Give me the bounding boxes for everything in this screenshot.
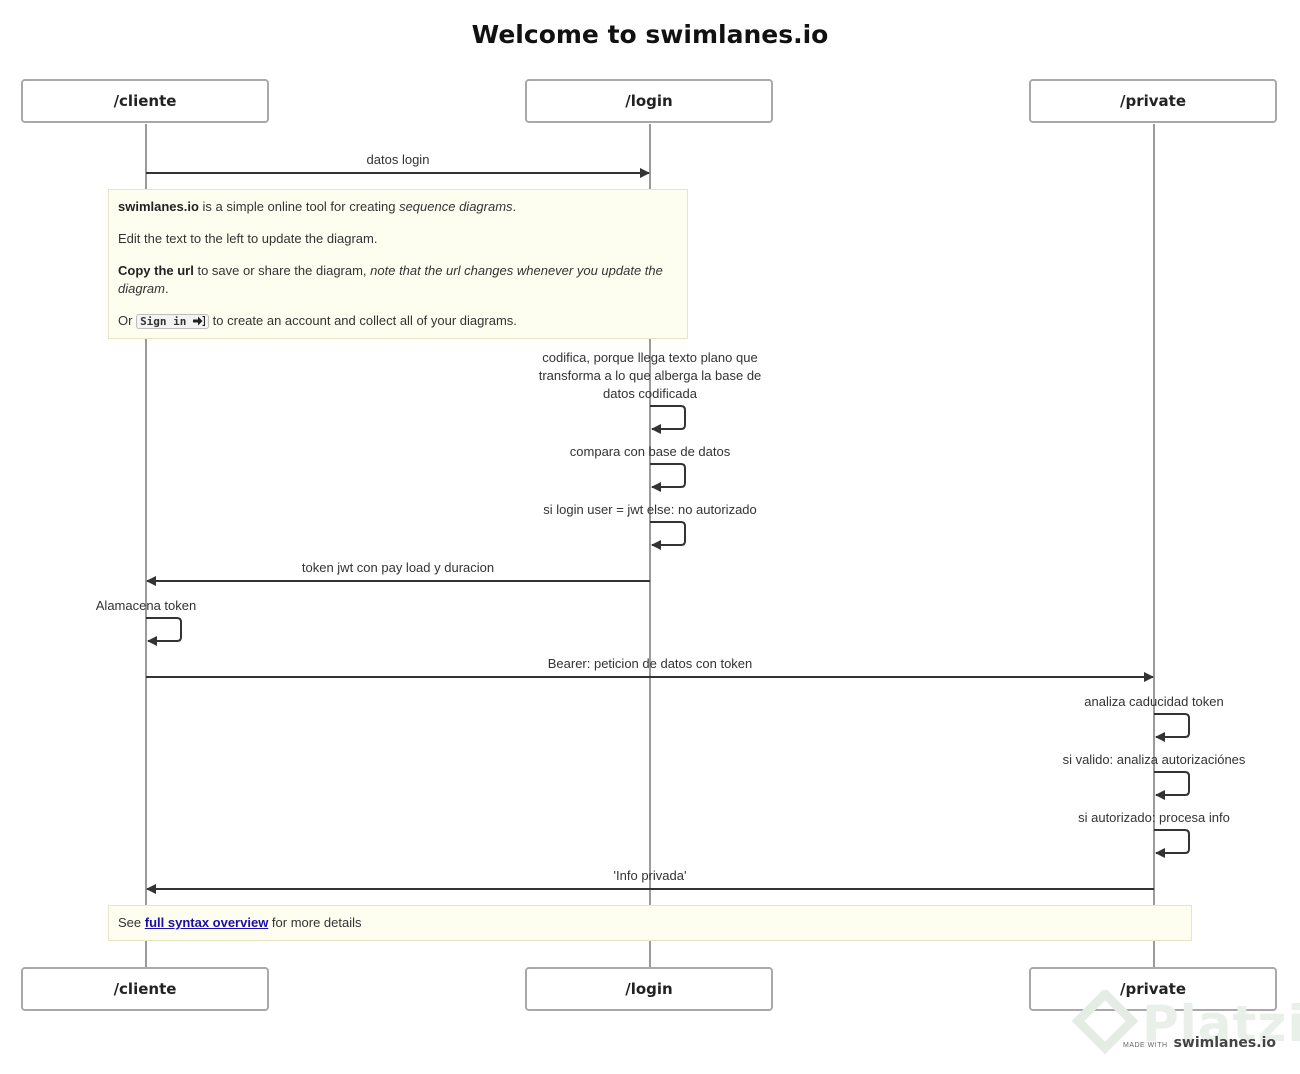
- self-message-arrow: [1154, 713, 1190, 742]
- self-message-arrow: [1154, 829, 1190, 858]
- self-message-arrow: [650, 405, 686, 434]
- actor-cliente-top[interactable]: /cliente: [21, 79, 269, 123]
- platzi-logo-icon: [1071, 990, 1139, 1055]
- footer-note: See full syntax overview for more detail…: [108, 905, 1192, 941]
- brand-name: swimlanes.io: [118, 199, 199, 214]
- message-label: Alamacena token: [95, 598, 197, 613]
- intro-note-line-3: Copy the url to save or share the diagra…: [118, 263, 663, 296]
- made-with-badge[interactable]: MADE WITH swimlanes.io: [1123, 1035, 1276, 1051]
- message-label: datos login: [366, 152, 430, 167]
- self-message-arrow: [650, 463, 686, 492]
- message-label: compara con base de datos: [569, 444, 731, 459]
- diagram-title: Welcome to swimlanes.io: [471, 20, 829, 49]
- intro-note-line-4: Or Sign in to create an account and coll…: [118, 313, 517, 329]
- actor-private-bottom[interactable]: /private: [1029, 967, 1277, 1011]
- self-message-arrow: [650, 521, 686, 550]
- intro-note-line-2: Edit the text to the left to update the …: [118, 231, 378, 246]
- message-label: si autorizado: procesa info: [1078, 810, 1230, 825]
- intro-note: swimlanes.io is a simple online tool for…: [108, 189, 688, 339]
- actor-private-top[interactable]: /private: [1029, 79, 1277, 123]
- message-label: si login user = jwt else: no autorizado: [543, 502, 757, 517]
- lifeline-private: [1153, 124, 1155, 970]
- message-label: 'Info privada': [613, 868, 687, 883]
- self-message-arrow: [146, 617, 182, 646]
- message-label: si valido: analiza autorizaciónes: [1062, 752, 1246, 767]
- lifeline-cliente: [145, 124, 147, 970]
- message-label: codifica, porque llega texto plano que t…: [538, 350, 762, 401]
- actor-login-top[interactable]: /login: [525, 79, 773, 123]
- sign-in-icon: [193, 315, 206, 327]
- message-label: analiza caducidad token: [1084, 694, 1224, 709]
- platzi-watermark: Platzi: [1142, 995, 1300, 1053]
- self-message-arrow: [1154, 771, 1190, 800]
- full-syntax-overview-link[interactable]: full syntax overview: [144, 915, 269, 930]
- intro-note-line-1: swimlanes.io is a simple online tool for…: [118, 199, 517, 214]
- message-label: Bearer: peticion de datos con token: [547, 656, 753, 671]
- sign-in-button[interactable]: Sign in: [136, 314, 210, 329]
- message-label: token jwt con pay load y duracion: [301, 560, 495, 575]
- actor-login-bottom[interactable]: /login: [525, 967, 773, 1011]
- lifeline-login: [649, 124, 651, 970]
- actor-cliente-bottom[interactable]: /cliente: [21, 967, 269, 1011]
